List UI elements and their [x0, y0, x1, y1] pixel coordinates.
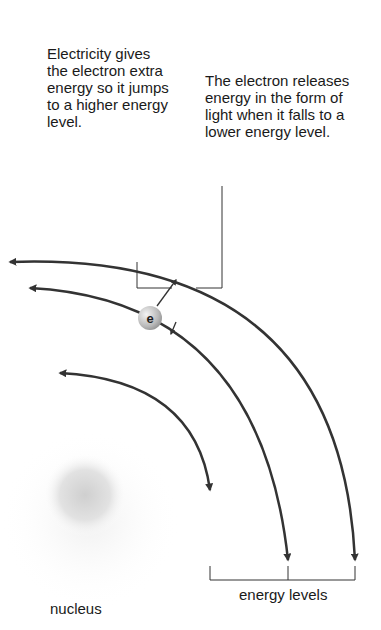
electron-circle: e: [138, 306, 162, 330]
nucleus-halo: [0, 430, 180, 610]
nucleus-blob: [43, 453, 127, 537]
callout-text: The electron releases energy in the form…: [205, 72, 365, 140]
energy-level-arc: [10, 262, 355, 560]
energy-level-arc: [60, 373, 210, 490]
part-label: nucleus: [50, 600, 102, 617]
bracket-label: energy levels: [239, 586, 327, 603]
electron-symbol: e: [146, 312, 153, 325]
jump-arrow: [157, 280, 176, 306]
energy-level-arc: [30, 288, 288, 560]
callout-text: Electricity gives the electron extra ene…: [47, 45, 169, 130]
callout-bracket: [196, 186, 222, 288]
energy-levels-bracket: [210, 566, 355, 580]
callout-bracket: [137, 262, 172, 288]
fall-arrow: [171, 322, 176, 334]
